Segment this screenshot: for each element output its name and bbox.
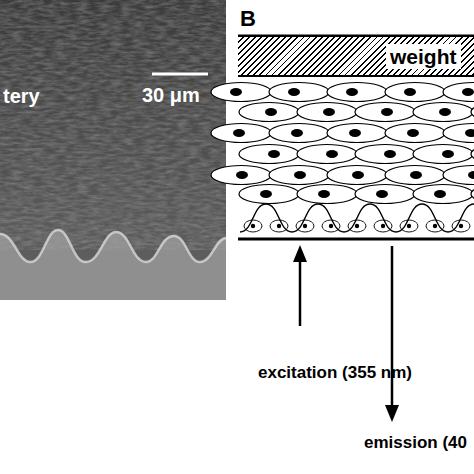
nucleus [260,190,272,198]
smooth-muscle-cell [443,83,474,102]
smooth-muscle-cell [327,83,387,102]
nucleus [439,108,451,116]
smooth-muscle-cell [471,185,474,204]
smooth-muscle-cell [385,166,445,185]
coverslip [238,238,474,241]
box-label: weight [386,44,461,69]
nucleus [434,190,446,198]
smooth-muscle-cell [413,145,473,164]
smooth-muscle-cell [443,124,474,143]
smooth-muscle-cell [355,145,415,164]
emission-label: emission (40 [364,434,467,451]
smooth-muscle-cell [239,185,299,204]
smooth-muscle-cell [355,103,415,122]
smooth-muscle-cell [413,185,473,204]
nucleus [352,171,364,179]
smooth-muscle-cell [269,83,329,102]
smooth-muscle-cell [239,145,299,164]
endothelial-cell [322,220,340,232]
nucleus [233,129,245,137]
nucleus [291,129,303,137]
nucleus [376,190,388,198]
smooth-muscle-cell [327,124,387,143]
tissue-schematic [211,36,474,239]
nucleus [355,224,359,228]
nucleus [277,224,281,228]
scale-bar-label: 30 μm [142,85,200,105]
nucleus [323,108,335,116]
nucleus [329,224,333,228]
nucleus [288,88,300,96]
nucleus [407,129,419,137]
endothelial-cell [452,220,470,232]
nucleus [468,171,474,179]
nucleus [381,108,393,116]
smooth-muscle-cell [297,185,357,204]
panel-letter: B [240,8,256,30]
nucleus [265,108,277,116]
smooth-muscle-cell [239,103,299,122]
smooth-muscle-cell [385,124,445,143]
nucleus [407,224,411,228]
nucleus [326,150,338,158]
nucleus [465,129,474,137]
elastic-lamina [240,204,474,232]
smooth-muscle-cell [297,145,357,164]
smooth-muscle-cell [443,166,474,185]
endothelial-cell [374,220,392,232]
nucleus [318,190,330,198]
nucleus [381,224,385,228]
nucleus [346,88,358,96]
nucleus [230,88,242,96]
panel-label: tery [3,86,40,106]
nucleus [433,224,437,228]
endothelial-cell [400,220,418,232]
smooth-muscle-cell [327,166,387,185]
nucleus [410,171,422,179]
smooth-muscle-cell [385,83,445,102]
smooth-muscle-cell [297,103,357,122]
nucleus [251,224,255,228]
nucleus [459,224,463,228]
endothelial-cell [426,220,444,232]
nucleus [384,150,396,158]
smooth-muscle-cell [269,124,329,143]
endothelial-cell [270,220,288,232]
smooth-muscle-cell [211,83,271,102]
nucleus [349,129,361,137]
plate [238,75,474,77]
smooth-muscle-cell [211,124,271,143]
nucleus [294,171,306,179]
nucleus [442,150,454,158]
nucleus [462,88,474,96]
endothelial-cell [348,220,366,232]
endothelial-cell [296,220,314,232]
endothelial-cell [244,220,262,232]
weight-box: weight [238,37,474,75]
micrograph [0,0,226,300]
nucleus [268,150,280,158]
smooth-muscle-cell [211,166,271,185]
smooth-muscle-cell [413,103,473,122]
smooth-muscle-cell [355,185,415,204]
smooth-muscle-cell [471,145,474,164]
nucleus [404,88,416,96]
excitation-label: excitation (355 nm) [258,364,412,381]
smooth-muscle-cell [269,166,329,185]
light-arrows [293,245,399,422]
smooth-muscle-cell [471,103,474,122]
nucleus [303,224,307,228]
nucleus [236,171,248,179]
